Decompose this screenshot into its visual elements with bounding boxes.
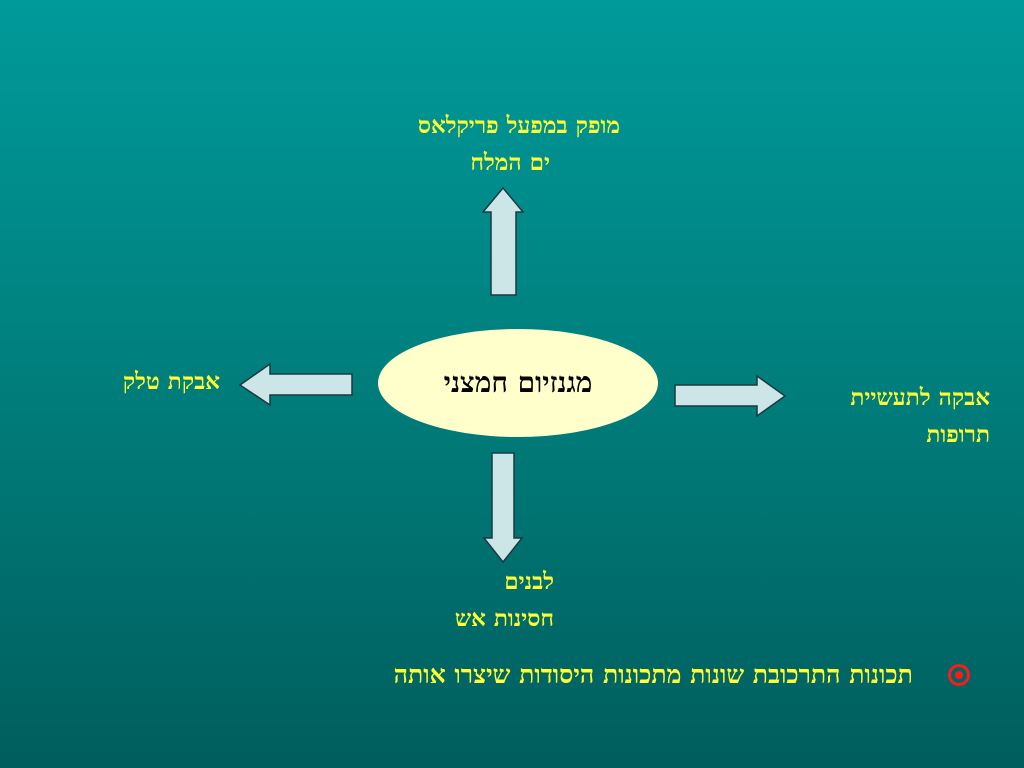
arrow-down (482, 452, 524, 564)
top-label-line1: מופק במפעל פריקלאס (417, 112, 620, 139)
center-ellipse (378, 329, 658, 437)
top-label: מופק במפעל פריקלאס ים המלח (300, 112, 620, 178)
arrow-up (481, 186, 525, 296)
left-label: אבקת טלק (122, 368, 220, 395)
right-label-line1: אבקה לתעשיית (850, 384, 990, 411)
bottom-label-line2: חסינות אש (454, 604, 554, 632)
arrow-left (238, 362, 353, 407)
top-label-line2: ים המלח (470, 148, 550, 176)
bullet-line: תכונות התרכובת שונות מתכונות היסודות שיצ… (90, 660, 970, 690)
bullet-text: תכונות התרכובת שונות מתכונות היסודות שיצ… (393, 660, 913, 689)
right-label: אבקה לתעשיית תרופות (770, 384, 990, 450)
arrow-right (674, 374, 787, 418)
right-label-line2: תרופות (926, 420, 990, 448)
center-label: מגנזיום חמצני (443, 366, 593, 399)
bottom-label: לבנים חסינות אש (390, 568, 554, 634)
target-bullet-icon (948, 664, 970, 686)
bottom-label-line1: לבנים (504, 568, 554, 595)
